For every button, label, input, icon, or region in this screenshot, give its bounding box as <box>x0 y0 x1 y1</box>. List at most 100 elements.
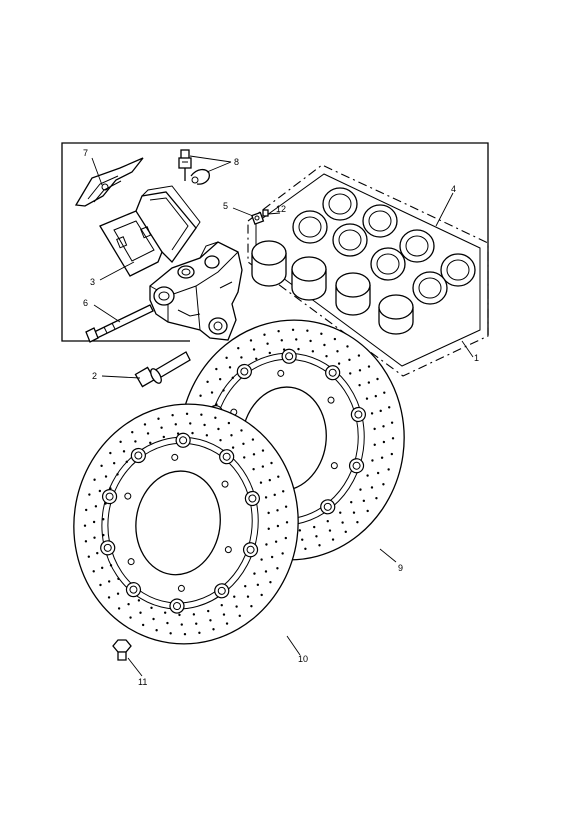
drill-hole <box>246 595 250 598</box>
disc-button <box>214 583 230 599</box>
mount-hole <box>127 558 135 566</box>
drill-hole <box>185 412 189 415</box>
disc-button <box>125 582 142 598</box>
drill-hole <box>96 551 99 555</box>
callout-11: 11 <box>138 677 147 687</box>
drill-hole <box>238 614 241 617</box>
drill-hole <box>376 471 380 475</box>
drill-hole <box>163 611 167 614</box>
pistons <box>251 240 414 335</box>
drill-hole <box>98 489 102 493</box>
drill-hole <box>174 423 177 426</box>
spring-clip <box>74 157 144 207</box>
callout-1: 1 <box>474 353 479 363</box>
drill-hole <box>237 347 240 350</box>
drill-hole <box>150 606 153 610</box>
drill-hole <box>366 509 369 513</box>
leader-lines <box>91 155 474 677</box>
drill-hole <box>260 558 263 561</box>
drill-hole <box>107 596 111 599</box>
drill-hole <box>206 380 209 383</box>
drill-hole <box>328 529 332 532</box>
drill-hole <box>219 438 222 442</box>
drill-hole <box>198 631 201 635</box>
drill-hole <box>331 538 335 541</box>
disc-button-inner <box>328 368 337 377</box>
drill-hole <box>274 540 278 543</box>
drill-hole <box>93 536 96 539</box>
drill-hole <box>284 536 288 540</box>
drill-hole <box>152 617 155 621</box>
drill-hole <box>104 475 108 478</box>
disc-button <box>219 449 235 465</box>
drill-hole <box>382 425 385 428</box>
disc-button-inner <box>248 494 257 503</box>
drill-hole <box>231 446 235 449</box>
callout-8: 8 <box>234 157 239 167</box>
drill-hole <box>243 456 246 459</box>
drill-hole <box>320 332 323 335</box>
disc-button-inner <box>285 352 294 361</box>
drill-hole <box>390 421 394 424</box>
callout-10: 10 <box>298 654 308 664</box>
drill-hole <box>240 356 243 359</box>
mount-hole <box>277 369 285 377</box>
drill-hole <box>217 427 220 431</box>
drill-hole <box>362 499 366 502</box>
drill-hole <box>171 413 174 417</box>
disc-button <box>101 488 118 505</box>
drill-hole <box>311 350 315 353</box>
drill-hole <box>325 354 328 358</box>
disc-button <box>130 447 146 464</box>
drill-hole <box>252 467 255 471</box>
drill-hole <box>376 377 379 381</box>
drill-hole <box>207 609 210 613</box>
drill-hole <box>285 521 289 524</box>
drill-hole <box>270 461 273 465</box>
drill-hole <box>92 570 95 573</box>
drill-hole <box>94 505 98 508</box>
drill-hole <box>149 441 152 445</box>
drill-hole <box>318 544 321 547</box>
drill-hole <box>157 417 160 420</box>
drill-hole <box>269 581 272 584</box>
drill-hole <box>253 572 256 575</box>
callout-3: 3 <box>90 277 95 287</box>
drill-hole <box>350 500 353 504</box>
drill-hole <box>143 423 147 426</box>
drill-hole <box>127 602 130 606</box>
drill-hole <box>249 339 253 342</box>
drill-hole <box>304 547 307 551</box>
drill-hole <box>112 462 116 465</box>
drill-hole <box>356 521 359 524</box>
disc-button-inner <box>352 461 361 470</box>
drill-hole <box>230 434 233 437</box>
drill-hole <box>370 412 374 415</box>
drill-hole <box>358 383 361 387</box>
drill-hole <box>261 465 265 468</box>
disc-button <box>169 598 185 614</box>
mount-hole <box>224 546 232 554</box>
drill-hole <box>166 621 169 625</box>
drill-hole <box>233 595 236 598</box>
drill-hole <box>134 440 137 443</box>
drill-hole <box>309 339 312 343</box>
drill-hole <box>129 616 132 619</box>
seals <box>292 187 476 305</box>
drill-hole <box>266 342 269 345</box>
drill-hole <box>200 413 203 416</box>
drill-hole <box>93 478 96 481</box>
callout-12: 12 <box>276 204 286 214</box>
drill-hole <box>371 459 374 462</box>
drill-hole <box>380 456 384 459</box>
drill-hole <box>83 524 87 527</box>
pad-pin <box>85 304 154 343</box>
drill-hole <box>199 394 202 397</box>
disc-button-inner <box>240 367 249 376</box>
drill-hole <box>84 540 88 543</box>
drill-hole <box>215 367 218 371</box>
drill-hole <box>358 369 362 372</box>
drill-hole <box>366 474 369 477</box>
drill-hole <box>281 490 285 493</box>
drill-hole <box>349 372 352 375</box>
